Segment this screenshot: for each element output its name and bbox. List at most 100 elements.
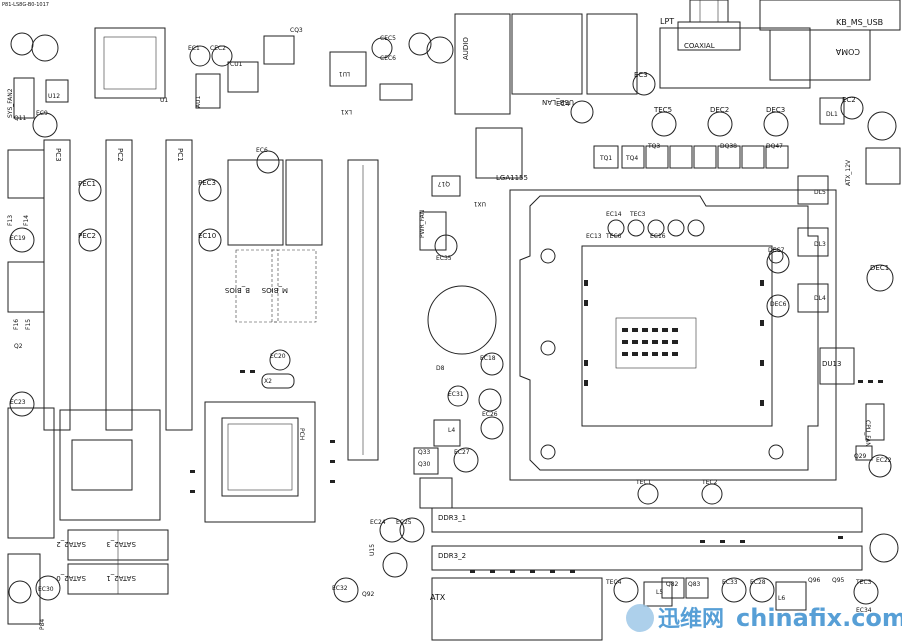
au1-label: AU1: [195, 96, 202, 108]
mosfet-q83: [685, 577, 709, 599]
lan-crystal: [379, 83, 413, 101]
lan-controller: [329, 51, 367, 87]
lu1-label: LU1: [339, 70, 350, 77]
l4-label: L4: [448, 427, 455, 434]
q82-label: Q82: [666, 581, 679, 588]
kb-ms-usb-label: KB_MS_USB: [836, 18, 883, 27]
capacitor: [651, 111, 677, 137]
capacitor: [480, 352, 504, 376]
ec34-label: EC34: [856, 607, 872, 614]
cu1-label: CU1: [230, 61, 243, 68]
socket-center-components: [615, 317, 697, 369]
du13-label: DU13: [822, 360, 841, 368]
mount-hole-tl: [10, 32, 34, 56]
inductor-dl5: [797, 175, 829, 205]
capacitor: [371, 37, 393, 59]
mosfet: [621, 145, 645, 169]
ddr3-slot-1: [431, 507, 863, 533]
bios-b-socket: [235, 249, 279, 323]
coma-label: COMA: [835, 47, 860, 56]
tec4-label: TEC4: [605, 579, 622, 586]
q30-label: Q30: [418, 461, 431, 468]
dq47-label: DQ47: [766, 143, 783, 150]
sata2-2-label: SATA2_2: [56, 540, 86, 548]
mount-hole-br: [869, 533, 899, 563]
capacitor: [211, 45, 233, 67]
capacitor: [32, 112, 58, 138]
pc3-label: PC3: [54, 148, 62, 162]
l6-label: L6: [778, 595, 785, 602]
chip-outline: [59, 409, 161, 521]
u15-label: U15: [369, 544, 376, 556]
pwr-fan-label: PWR_FAN: [419, 210, 426, 238]
vrm-controller: [819, 347, 855, 385]
f13-label: F13: [7, 215, 14, 226]
lpt-label: LPT: [660, 17, 674, 26]
q29-chip: [855, 445, 873, 461]
inductor-dl1: [819, 97, 845, 125]
ec9-label: EC9: [36, 110, 48, 117]
mosfet: [741, 145, 765, 169]
capacitor: [570, 100, 594, 124]
q83-label: Q83: [688, 581, 701, 588]
ddr3-slot-2: [431, 545, 863, 571]
cpu-socket-keepout: [509, 189, 837, 481]
tec5-label: TEC5: [653, 106, 672, 114]
ec24-label: EC24: [370, 519, 386, 526]
coaxial-block: [677, 21, 741, 51]
tq3-label: TQ3: [647, 143, 660, 150]
capacitor: [613, 577, 639, 603]
ddr3-2-label: DDR3_2: [438, 552, 466, 560]
capacitor: [198, 228, 222, 252]
pec3-label: PEC3: [198, 179, 216, 187]
capacitor: [637, 483, 659, 505]
dec6-label: DEC6: [770, 301, 787, 308]
ec31-label: EC31: [448, 391, 464, 398]
sata2-3-label: SATA2_3: [106, 540, 136, 548]
q96-label: Q96: [808, 577, 821, 584]
ec35-label: EC35: [436, 255, 452, 262]
mosfet: [765, 145, 789, 169]
capacitor: [627, 219, 645, 237]
front-panel-header: [7, 407, 55, 539]
dl1-label: DL1: [826, 111, 838, 118]
lpt-connector: [659, 27, 811, 89]
ec32-label: EC32: [332, 585, 348, 592]
inductor-dl4: [797, 283, 829, 313]
pch-label: PCH: [298, 428, 305, 440]
capacitor: [478, 388, 502, 412]
usb-header-1: [7, 149, 45, 199]
p84-label: P84: [39, 619, 46, 630]
lga-chip: [475, 127, 523, 179]
mount-hole: [540, 444, 556, 460]
sata2-0-label: SATA2_0: [56, 574, 86, 582]
inductor-l6: [775, 581, 807, 611]
capacitor: [853, 579, 879, 605]
q95-label: Q95: [832, 577, 845, 584]
tec2-label: TEC2: [701, 479, 718, 486]
lx1-label: LX1: [341, 108, 352, 115]
coma-connector: [769, 29, 871, 81]
atx-power-connector: [431, 577, 603, 641]
mount-hole-tr: [867, 111, 897, 141]
q2-label: Q2: [14, 343, 23, 350]
capacitor: [379, 517, 405, 543]
tec1-label: TEC1: [635, 479, 652, 486]
q17-label: Q17: [437, 180, 450, 187]
board-code: P81-LS8G-B0-1017: [2, 2, 49, 8]
ux1-label: UX1: [473, 200, 486, 207]
pcie-x1-slot: [227, 159, 284, 246]
capacitor: [763, 111, 789, 137]
capacitor: [408, 32, 432, 56]
ec23-label: EC23: [10, 399, 26, 406]
watermark-cn: 迅维网: [658, 606, 724, 632]
lan-chip: [263, 35, 295, 65]
capacitor: [868, 454, 892, 478]
capacitor: [766, 294, 790, 318]
pci-slot-pc3: [43, 139, 71, 431]
capacitor: [78, 178, 102, 202]
atx-12v-connector: [865, 147, 901, 185]
tq4-label: TQ4: [625, 155, 638, 162]
ec25-label: EC25: [396, 519, 412, 526]
dec3-label: DEC3: [766, 106, 785, 114]
